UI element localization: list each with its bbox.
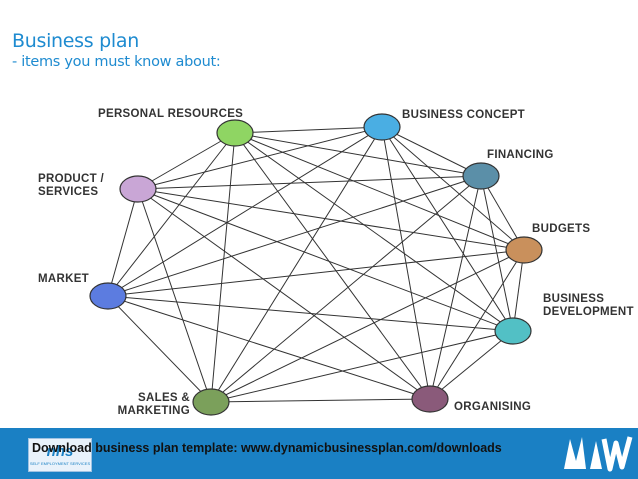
- slide-title: Business plan: [12, 30, 139, 52]
- node-business-development: [494, 317, 532, 345]
- edge-financing-product-services: [137, 175, 482, 190]
- label-organising: ORGANISING: [454, 401, 531, 413]
- label-line: BUSINESS: [543, 293, 604, 305]
- label-product-services: PRODUCT /SERVICES: [38, 173, 104, 198]
- edge-business-development-sales-marketing: [210, 330, 514, 403]
- label-line: FINANCING: [487, 149, 554, 161]
- edge-personal-resources-business-development: [234, 132, 514, 332]
- footer-bar: [0, 428, 638, 479]
- label-line: BUSINESS CONCEPT: [402, 109, 525, 121]
- edge-business-concept-financing: [381, 126, 482, 177]
- edge-personal-resources-sales-marketing: [210, 132, 236, 403]
- edge-business-concept-business-development: [381, 126, 514, 332]
- edge-business-concept-sales-marketing: [210, 126, 383, 403]
- business-plan-network-diagram: PERSONAL RESOURCES BUSINESS CONCEPT FINANC…: [38, 108, 634, 417]
- edge-budgets-market: [107, 249, 525, 297]
- label-financing: FINANCING: [487, 149, 554, 161]
- label-line: PRODUCT /: [38, 173, 104, 185]
- node-personal-resources: [216, 119, 254, 147]
- edge-business-development-organising: [429, 330, 514, 400]
- edge-organising-product-services: [137, 188, 431, 400]
- edge-organising-sales-marketing: [210, 398, 431, 403]
- node-business-concept: [363, 113, 401, 141]
- diagram-edges: [107, 126, 525, 403]
- edge-personal-resources-market: [107, 132, 236, 297]
- edge-business-concept-product-services: [137, 126, 383, 190]
- label-budgets: BUDGETS: [532, 223, 590, 235]
- brand-mark-icon: [564, 436, 633, 472]
- label-line: DEVELOPMENT: [543, 306, 634, 318]
- edge-financing-market: [107, 175, 482, 297]
- label-personal-resources: PERSONAL RESOURCES: [98, 108, 243, 120]
- edge-sales-marketing-product-services: [137, 188, 212, 403]
- label-line: SERVICES: [38, 186, 98, 198]
- edge-personal-resources-product-services: [137, 132, 236, 190]
- node-product-services: [119, 175, 157, 203]
- label-line: BUDGETS: [532, 223, 590, 235]
- edge-budgets-product-services: [137, 188, 525, 251]
- node-budgets: [505, 236, 543, 264]
- edge-sales-marketing-market: [107, 295, 212, 403]
- diagram-labels: PERSONAL RESOURCES BUSINESS CONCEPT FINANC…: [38, 108, 634, 417]
- edge-financing-sales-marketing: [210, 175, 482, 403]
- edge-market-product-services: [107, 188, 139, 297]
- edge-business-concept-budgets: [381, 126, 525, 251]
- edge-personal-resources-business-concept: [234, 126, 383, 134]
- edge-financing-organising: [429, 175, 482, 400]
- download-template-link[interactable]: Download business plan template: www.dyn…: [32, 441, 502, 455]
- edge-business-development-product-services: [137, 188, 514, 332]
- edge-budgets-sales-marketing: [210, 249, 525, 403]
- edge-personal-resources-organising: [234, 132, 431, 400]
- edge-financing-business-development: [480, 175, 514, 332]
- edge-organising-market: [107, 295, 431, 400]
- edge-personal-resources-financing: [234, 132, 482, 177]
- logo-text: nhs: [46, 443, 74, 460]
- slide-subtitle: - items you must know about:: [12, 54, 221, 70]
- edge-budgets-organising: [429, 249, 525, 400]
- edge-business-concept-market: [107, 126, 383, 297]
- label-line: PERSONAL RESOURCES: [98, 108, 243, 120]
- label-market: MARKET: [38, 273, 89, 285]
- label-line: MARKETING: [118, 405, 190, 417]
- node-financing: [462, 162, 500, 190]
- logo-tagline: SELF EMPLOYMENT SERVICES: [29, 461, 91, 466]
- nhs-logo: nhs SELF EMPLOYMENT SERVICES: [28, 438, 92, 472]
- node-sales-marketing: [192, 388, 230, 416]
- label-line: MARKET: [38, 273, 89, 285]
- label-line: SALES &: [138, 392, 190, 404]
- node-market: [89, 282, 127, 310]
- label-sales-marketing: SALES &MARKETING: [118, 392, 190, 417]
- label-business-concept: BUSINESS CONCEPT: [402, 109, 525, 121]
- node-organising: [411, 385, 449, 413]
- label-line: ORGANISING: [454, 401, 531, 413]
- diagram-nodes: [89, 113, 543, 416]
